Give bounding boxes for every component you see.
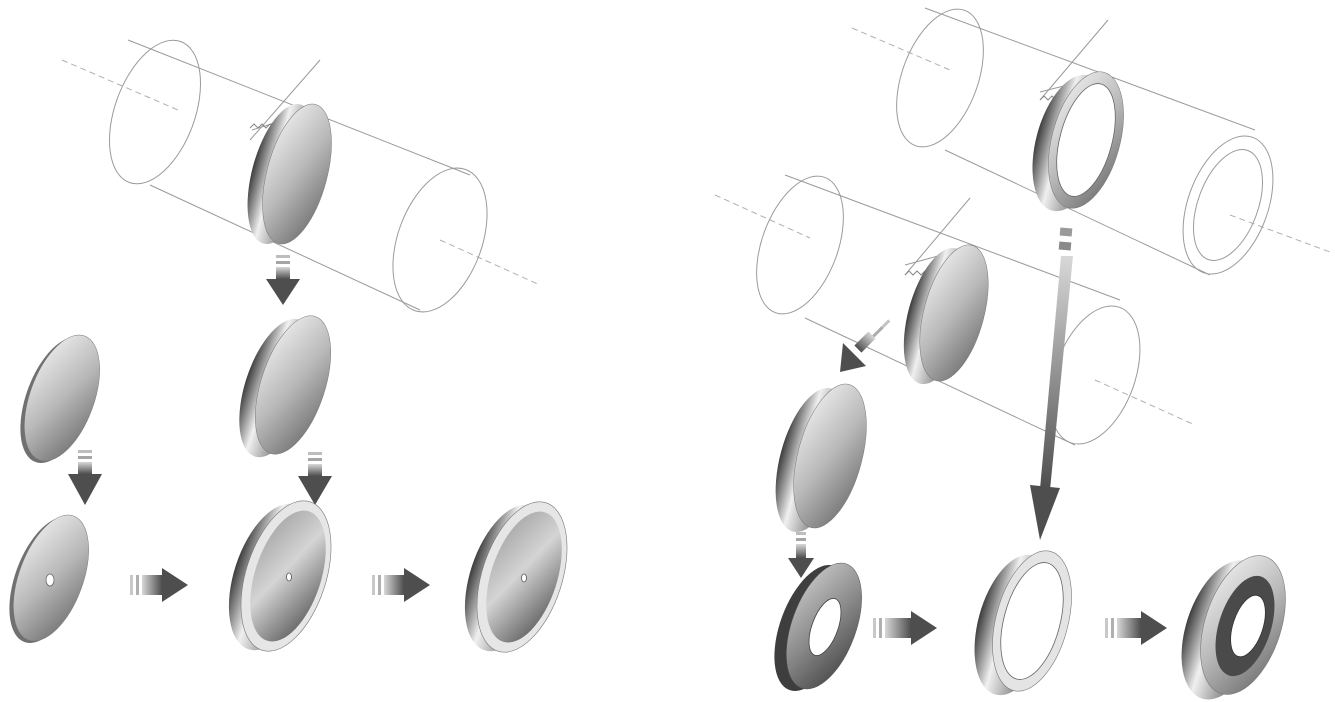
down-arrow-icon [68,450,102,505]
flat-washer [774,562,862,691]
striped-right-arrow-icon [1105,611,1167,645]
down-arrow-icon [788,532,814,578]
striped-right-arrow-icon [873,611,937,645]
ring-on-tube [1032,71,1124,212]
final-stepped-ring [1181,555,1286,700]
recessed-disc-with-hole [228,500,332,652]
solid-cylinder-stock-2 [714,174,1196,446]
disc-blank [775,383,867,532]
down-arrow-icon [266,255,300,305]
striped-diagonal-arrow-icon [840,319,891,372]
thin-disc-blank [20,334,100,463]
thick-disc-blank [239,315,331,458]
left-process [9,39,568,653]
tube-stock [851,7,1331,276]
long-down-arrow-icon [1030,227,1073,540]
striped-right-arrow-icon [130,568,188,602]
striped-right-arrow-icon [372,568,430,602]
disc-on-cylinder [903,244,989,385]
down-arrow-icon [298,452,332,505]
final-recessed-disc [464,501,568,653]
plain-ring [974,550,1072,696]
solid-cylinder-stock [61,39,541,313]
thin-disc-with-hole [9,514,89,643]
disc-blank-on-cylinder [247,103,332,245]
right-process [714,7,1331,700]
